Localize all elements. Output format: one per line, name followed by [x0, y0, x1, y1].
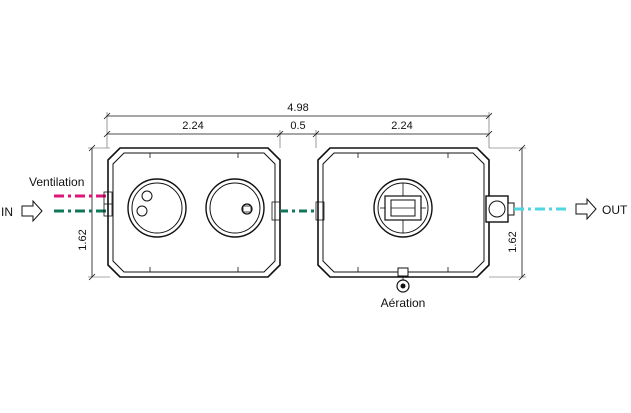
tank-1-access-cover-inlet [127, 178, 187, 238]
inlet-arrow-icon [21, 199, 43, 223]
dim-tank2-length: 2.24 [391, 120, 412, 132]
outlet-housing [485, 195, 515, 223]
outlet-arrow-icon [575, 197, 597, 221]
tank-1-access-cover-outlet [205, 178, 265, 238]
aerator-access-cover [373, 178, 433, 238]
aeration-label: Aération [381, 296, 426, 310]
dim-gap: 0.5 [290, 120, 305, 132]
dim-width-right: 1.62 [507, 231, 519, 252]
dim-width-left: 1.62 [77, 229, 89, 250]
tank-1 [103, 147, 281, 278]
aeration-port [396, 267, 410, 293]
dim-overall-length: 4.98 [287, 102, 308, 114]
inlet-label: IN [1, 205, 13, 219]
tank-2 [315, 147, 515, 293]
dimension-segments: 2.24 0.5 2.24 [103, 120, 493, 148]
dimension-overall: 4.98 [103, 102, 493, 148]
outlet-label: OUT [602, 203, 628, 217]
dim-tank1-length: 2.24 [182, 120, 203, 132]
ventilation-label: Ventilation [29, 175, 84, 189]
dimension-width-right: 1.62 [489, 144, 526, 281]
